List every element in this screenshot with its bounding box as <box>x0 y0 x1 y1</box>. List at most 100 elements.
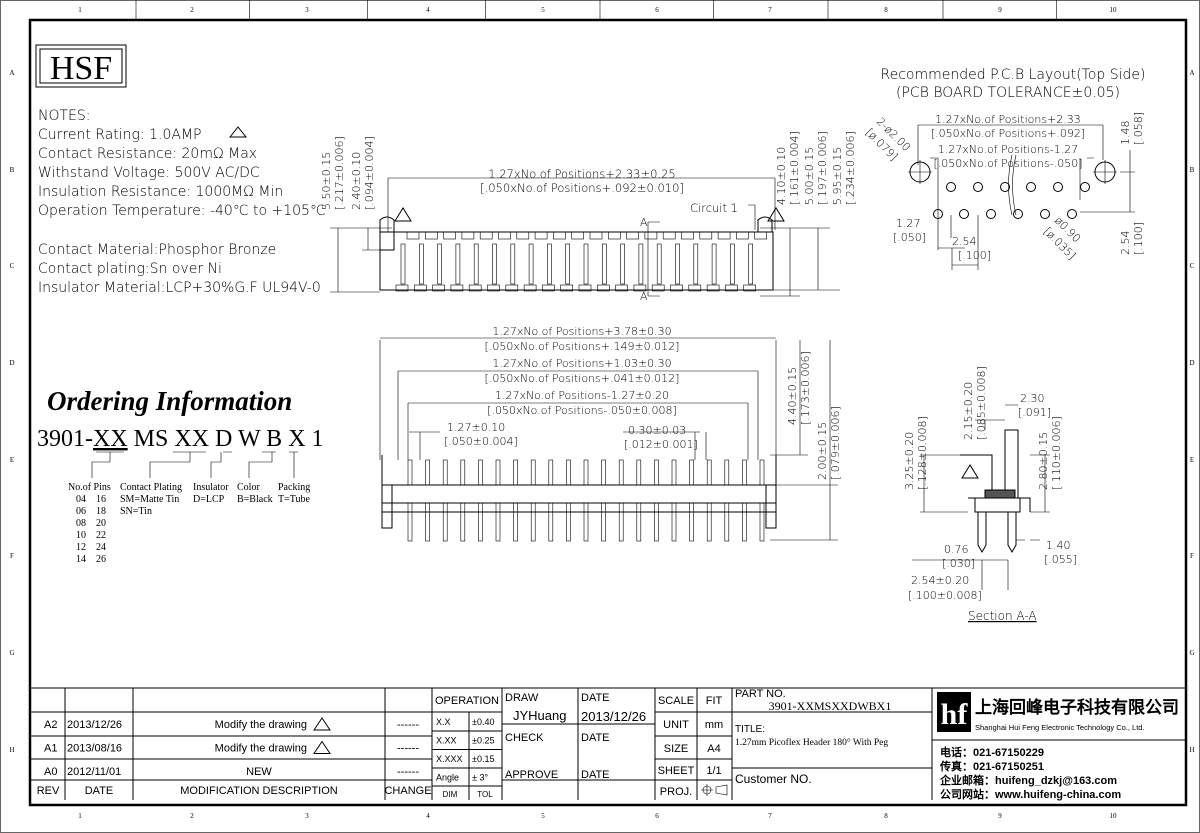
svg-text:3.25±0.20: 3.25±0.20 <box>903 432 916 490</box>
pin <box>495 459 501 486</box>
note-line: Withstand Voltage: 500V AC/DC <box>38 165 260 181</box>
svg-text:SHEET: SHEET <box>658 765 695 777</box>
pin <box>442 459 448 486</box>
pin <box>513 459 518 486</box>
pad-hole <box>1013 209 1023 219</box>
svg-text:No.of Pins: No.of Pins <box>68 482 111 493</box>
pin <box>724 459 730 486</box>
website: 公司网站：www.huifeng-china.com <box>940 787 1121 801</box>
revision-triangle-icon <box>394 207 785 222</box>
pin-tail <box>425 502 430 542</box>
svg-text:SIZE: SIZE <box>664 743 688 755</box>
pin-tail <box>706 502 712 542</box>
tolerance-value: ±0.40 <box>472 717 494 727</box>
drawing-title: 1.27mm Picoflex Header 180° With Peg <box>735 737 888 748</box>
pin <box>478 459 483 486</box>
phone: 电话：021-67150229 <box>940 745 1044 759</box>
third-angle-projection-icon <box>701 784 728 796</box>
svg-text:T=Tube: T=Tube <box>278 494 311 505</box>
contact-slot <box>437 243 442 285</box>
svg-text:1.27xNo.of Positions+3.78±0.30: 1.27xNo.of Positions+3.78±0.30 <box>492 325 671 338</box>
grid-column-label: 6 <box>655 6 659 14</box>
company-name-cn: 上海回峰电子科技有限公司 <box>975 697 1179 717</box>
hsf-logo: HSF <box>35 44 127 88</box>
pin-count: 26 <box>96 554 106 565</box>
svg-text:1.27xNo.of Positions+1.03±0.30: 1.27xNo.of Positions+1.03±0.30 <box>492 357 671 370</box>
revision-description: Modify the drawing <box>215 719 307 731</box>
svg-text:[.050±0.004]: [.050±0.004] <box>444 435 518 448</box>
pin <box>759 459 765 486</box>
contact-slot <box>565 243 571 285</box>
svg-text:PART NO.: PART NO. <box>735 688 786 700</box>
svg-text:[.050xNo.of Positions-.050]: [.050xNo.of Positions-.050] <box>934 157 1083 170</box>
contact-slot <box>711 243 717 285</box>
revision-triangle-icon <box>228 126 248 138</box>
grid-row-label: G <box>1189 649 1194 657</box>
pin-count: 18 <box>96 506 106 517</box>
contact-slot <box>601 243 607 285</box>
svg-text:DATE: DATE <box>581 769 610 781</box>
pin-tail <box>566 502 571 542</box>
fax: 传真：021-67150251 <box>939 759 1044 773</box>
svg-text:DATE: DATE <box>85 785 114 797</box>
tolerance-dim: X.X <box>436 717 451 727</box>
material-line: Contact Material:Phosphor Bronze <box>38 242 276 258</box>
pin-tail <box>442 502 448 542</box>
svg-text:B=Black: B=Black <box>237 494 273 505</box>
grid-row-label: C <box>1190 262 1195 270</box>
svg-text:[.050xNo.of Positions-.050±0.0: [.050xNo.of Positions-.050±0.008] <box>487 404 677 417</box>
contact-slot <box>473 243 479 285</box>
svg-text:REV: REV <box>37 785 60 797</box>
svg-text:[.030]: [.030] <box>942 557 975 570</box>
revision-id: A2 <box>44 719 57 731</box>
note-line: Current Rating: 1.0AMP <box>38 127 201 143</box>
svg-text:4.40±0.15: 4.40±0.15 <box>786 367 799 425</box>
note-line: Insulation Resistance: 1000MΩ Min <box>38 184 283 200</box>
svg-text:A: A <box>640 290 648 303</box>
svg-text:Customer NO.: Customer NO. <box>735 772 812 786</box>
pcb-title: Recommended P.C.B Layout(Top Side) <box>881 67 1146 83</box>
grid-column-label: 5 <box>541 6 545 14</box>
contact-slot <box>693 243 699 285</box>
svg-text:TOL: TOL <box>477 790 493 799</box>
svg-text:D=LCP: D=LCP <box>193 494 225 505</box>
svg-text:[.058]: [.058] <box>1132 112 1145 145</box>
grid-column-label: 10 <box>1110 6 1118 14</box>
svg-text:4.10±0.10: 4.10±0.10 <box>775 147 788 205</box>
note-line: Operation Temperature: -40℃ to +105℃ <box>38 203 326 219</box>
pin-tail <box>548 502 554 542</box>
grid-row-label: G <box>9 649 14 657</box>
svg-text:Color: Color <box>237 482 260 493</box>
grid-column-label: 8 <box>884 812 888 820</box>
svg-text:2.40±0.10: 2.40±0.10 <box>350 152 363 210</box>
pad-hole <box>1026 182 1036 192</box>
notes: NOTES: Current Rating: 1.0AMP Contact Re… <box>38 108 326 296</box>
svg-text:1.27: 1.27 <box>896 217 921 230</box>
svg-text:Insulator: Insulator <box>193 482 229 493</box>
svg-text:[.050xNo.of Positions+.092±0.0: [.050xNo.of Positions+.092±0.010] <box>480 181 684 195</box>
pin-count: 20 <box>96 518 106 529</box>
pin-count: 08 <box>76 518 86 529</box>
notes-heading: NOTES: <box>38 108 91 124</box>
grid-column-label: 6 <box>655 812 659 820</box>
contact-slot <box>620 243 625 285</box>
top-view: 1.27xNo.of Positions+2.33±0.25 [.050xNo.… <box>320 131 857 303</box>
svg-text:1.27xNo.of Positions+2.33±0.25: 1.27xNo.of Positions+2.33±0.25 <box>488 167 676 181</box>
grid-row-label: B <box>10 166 15 174</box>
grid-row-label: F <box>10 552 14 560</box>
grid-column-label: 3 <box>305 6 309 14</box>
svg-text:[.050xNo.of Positions+.041±0.0: [.050xNo.of Positions+.041±0.012] <box>485 372 680 385</box>
drawn-by: JYHuang <box>513 708 566 723</box>
front-view: 1.27xNo.of Positions+3.78±0.30 [.050xNo.… <box>379 325 842 542</box>
pin <box>618 459 624 486</box>
circuit-1-label: Circuit 1 <box>690 201 738 215</box>
material-line: Insulator Material:LCP+30%G.F UL94V-0 <box>38 280 321 296</box>
svg-text:[.217±0.006]: [.217±0.006] <box>333 136 346 210</box>
contact-slot <box>730 243 735 285</box>
revision-change: ------ <box>397 743 419 755</box>
grid-row-label: D <box>1189 359 1194 367</box>
pin-tail <box>636 502 642 542</box>
grid-row-label: E <box>1190 456 1194 464</box>
